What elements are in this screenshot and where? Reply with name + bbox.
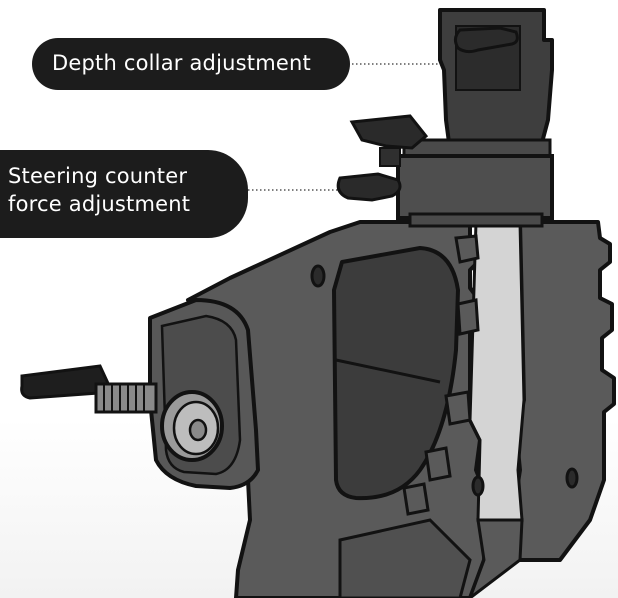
depth-collar-knob [453,26,519,54]
steering-label-line1: Steering counter [8,164,188,188]
clamp-lever [349,114,429,150]
clamp-pad [160,390,224,462]
steering-counter-force-label: Steering counter force adjustment [0,150,248,238]
clamp-threaded-rod [94,382,158,414]
clamp-screw-handle [20,364,115,400]
mount-hole [565,467,579,489]
mount-hole [310,264,326,288]
bracket-teeth [402,234,480,516]
mount-hole [471,475,485,497]
shaft-slot [468,220,526,522]
steering-label-line2: force adjustment [8,192,191,216]
depth-collar-label: Depth collar adjustment [32,38,350,90]
depth-collar-label-text: Depth collar adjustment [52,51,311,75]
steering-counter-force-knob [336,172,402,202]
bracket-right-side [510,220,616,562]
